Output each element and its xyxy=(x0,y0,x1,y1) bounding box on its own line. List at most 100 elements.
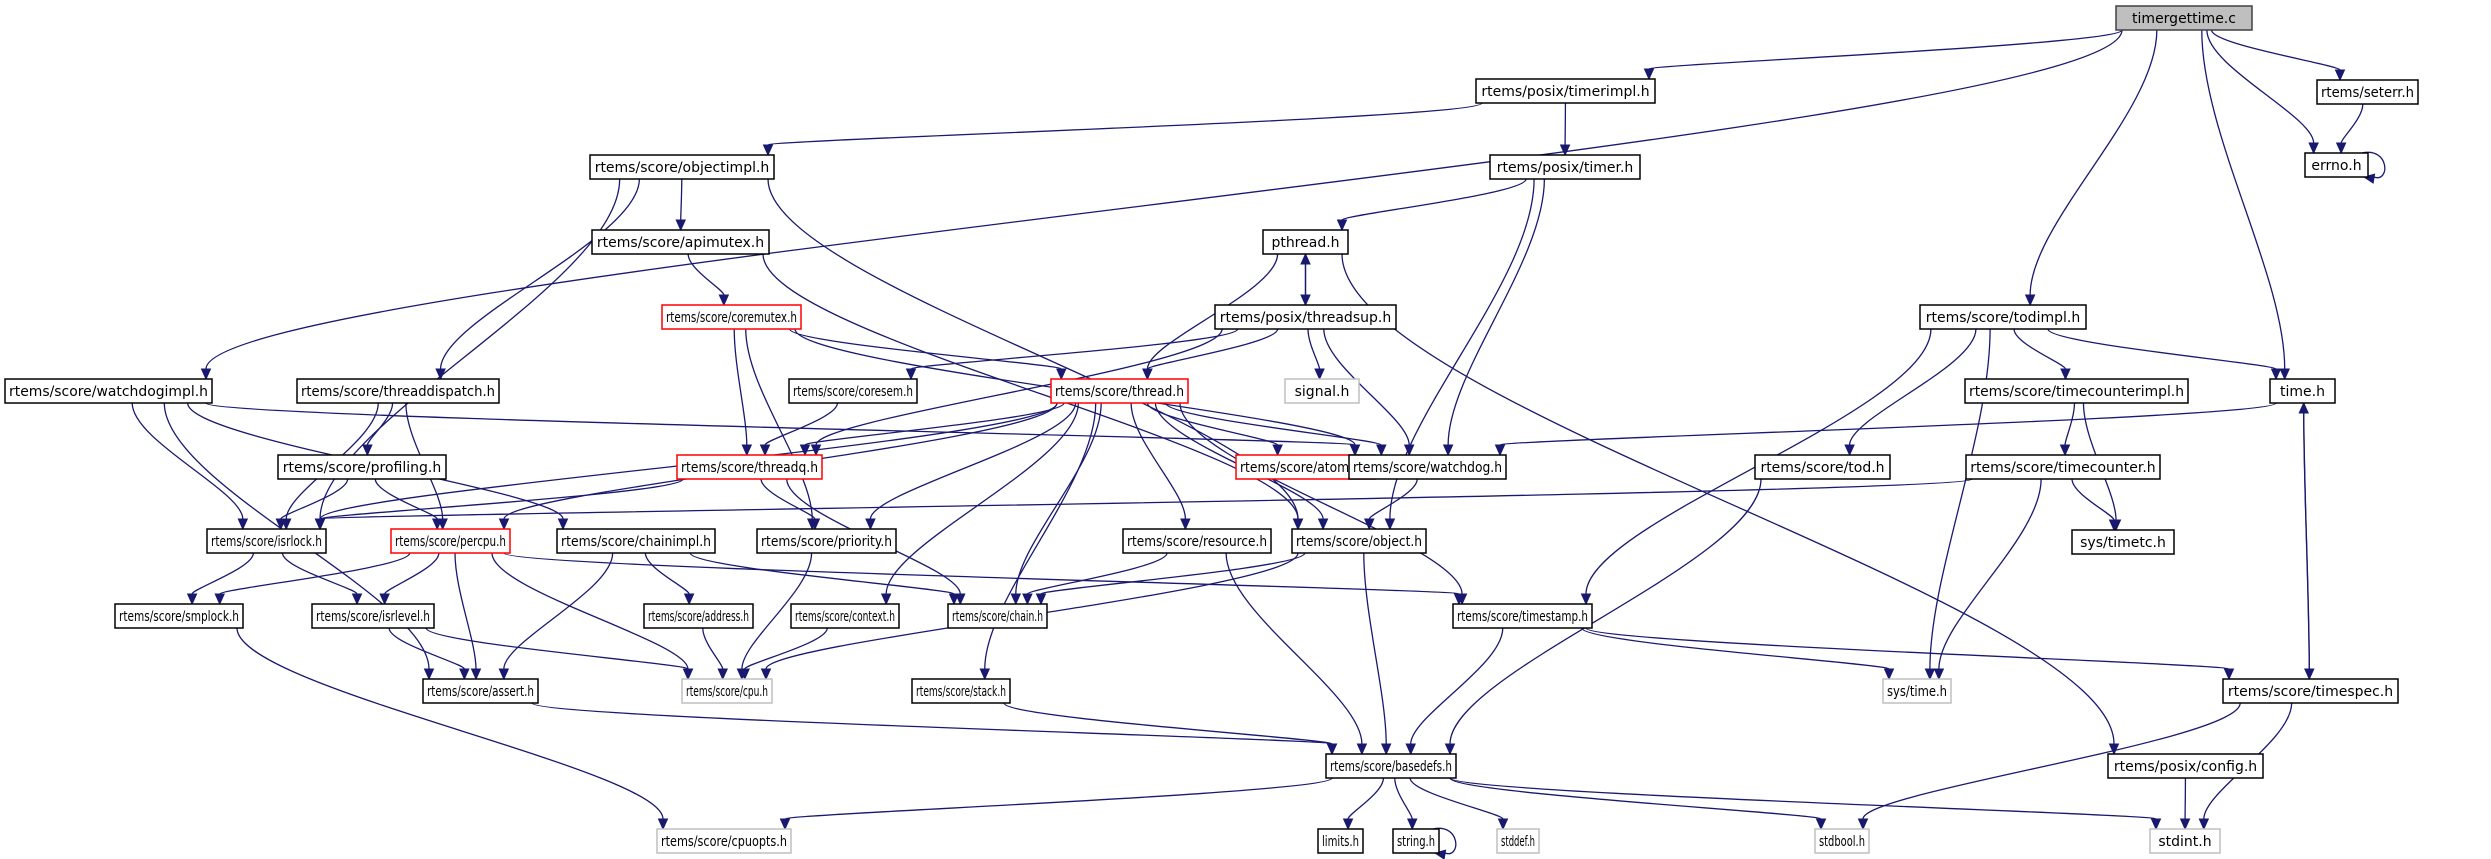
node-label: rtems/score/isrlevel.h xyxy=(316,609,430,625)
node-systime[interactable]: sys/time.h xyxy=(1882,678,1952,704)
node-chain[interactable]: rtems/score/chain.h xyxy=(947,603,1048,629)
edge-arrowhead xyxy=(865,518,876,531)
edge-arrowhead xyxy=(1376,444,1387,457)
node-limits[interactable]: limits.h xyxy=(1317,828,1364,854)
edge-arrowhead xyxy=(423,668,435,681)
node-threaddispatch[interactable]: rtems/score/threaddispatch.h xyxy=(296,378,500,404)
node-threadsup[interactable]: rtems/posix/threadsup.h xyxy=(1214,304,1397,330)
node-cpuopts[interactable]: rtems/score/cpuopts.h xyxy=(656,828,792,854)
edge-line xyxy=(2047,328,2277,370)
node-timetc[interactable]: sys/timetc.h xyxy=(2071,529,2175,555)
node-box xyxy=(1452,603,1593,629)
node-box xyxy=(2149,828,2221,854)
edges-layer xyxy=(131,29,2386,859)
node-label: rtems/score/isrlock.h xyxy=(211,534,322,550)
node-timestamp[interactable]: rtems/score/timestamp.h xyxy=(1452,603,1593,629)
edge-line xyxy=(236,627,664,820)
node-label: rtems/score/resource.h xyxy=(1127,534,1267,550)
node-stdbool[interactable]: stdbool.h xyxy=(1814,828,1870,854)
node-box xyxy=(390,528,511,554)
edge-line xyxy=(762,253,1299,520)
node-label: rtems/score/watchdog.h xyxy=(1353,460,1502,476)
node-timespec[interactable]: rtems/score/timespec.h xyxy=(2222,678,2399,704)
edge-timergettime-to-seterr xyxy=(2210,29,2346,82)
node-label: limits.h xyxy=(1322,834,1359,850)
node-percpu[interactable]: rtems/score/percpu.h xyxy=(390,528,511,554)
node-smplock[interactable]: rtems/score/smplock.h xyxy=(114,603,244,629)
node-timecounter[interactable]: rtems/score/timecounter.h xyxy=(1965,454,2161,480)
edge-line xyxy=(1307,328,1321,370)
node-isrlock[interactable]: rtems/score/isrlock.h xyxy=(206,528,327,554)
edge-threadsup-to-signal xyxy=(1307,328,1325,381)
node-seterr[interactable]: rtems/seterr.h xyxy=(2316,79,2419,105)
node-label: timergettime.c xyxy=(2132,11,2236,27)
node-stdint[interactable]: stdint.h xyxy=(2149,828,2221,854)
node-box xyxy=(591,229,770,255)
node-basedefs[interactable]: rtems/score/basedefs.h xyxy=(1325,753,1457,779)
node-timergettime[interactable]: timergettime.c xyxy=(2115,5,2253,31)
node-label: signal.h xyxy=(1295,384,1350,400)
node-box xyxy=(643,603,754,629)
node-priority[interactable]: rtems/score/priority.h xyxy=(756,528,897,554)
node-objectimpl[interactable]: rtems/score/objectimpl.h xyxy=(589,154,775,180)
edge-timergettime-to-todimpl xyxy=(2024,29,2158,307)
node-box xyxy=(788,378,918,404)
node-object[interactable]: rtems/score/object.h xyxy=(1291,528,1427,554)
node-label: rtems/score/basedefs.h xyxy=(1330,759,1452,775)
node-label: rtems/seterr.h xyxy=(2321,85,2414,101)
node-address[interactable]: rtems/score/address.h xyxy=(643,603,754,629)
node-box xyxy=(790,603,900,629)
edge-line xyxy=(1447,178,1546,446)
node-label: rtems/score/chain.h xyxy=(952,609,1043,625)
edge-line xyxy=(910,328,1239,370)
node-profiling[interactable]: rtems/score/profiling.h xyxy=(277,454,447,480)
node-box xyxy=(2269,378,2336,404)
edge-arrowhead xyxy=(1444,743,1456,756)
node-label: rtems/score/todimpl.h xyxy=(1926,310,2080,326)
node-context[interactable]: rtems/score/context.h xyxy=(790,603,900,629)
node-timecounterimpl[interactable]: rtems/score/timecounterimpl.h xyxy=(1964,378,2189,404)
node-chainimpl[interactable]: rtems/score/chainimpl.h xyxy=(556,528,716,554)
edge-basedefs-to-stdint xyxy=(1449,777,2162,831)
node-errno[interactable]: errno.h xyxy=(2304,152,2369,178)
edge-line xyxy=(2303,412,2310,680)
node-box xyxy=(2071,529,2175,555)
edge-timecounter-to-systime xyxy=(1933,478,2042,681)
node-label: rtems/score/tod.h xyxy=(1760,460,1884,476)
edge-timergettime-to-watchdogimpl xyxy=(200,29,2123,381)
edge-arrowhead xyxy=(657,818,669,831)
node-posixconfig[interactable]: rtems/posix/config.h xyxy=(2107,753,2264,779)
node-coresem[interactable]: rtems/score/coresem.h xyxy=(788,378,918,404)
node-pthread[interactable]: pthread.h xyxy=(1262,229,1349,255)
node-resource[interactable]: rtems/score/resource.h xyxy=(1122,528,1272,554)
edge-object-to-basedefs xyxy=(1363,552,1392,756)
node-tod[interactable]: rtems/score/tod.h xyxy=(1754,454,1891,480)
node-todimpl[interactable]: rtems/score/todimpl.h xyxy=(1919,304,2087,330)
node-stddef[interactable]: stddef.h xyxy=(1496,828,1540,854)
edge-line xyxy=(1394,777,1413,820)
edge-arrowhead xyxy=(1497,818,1509,831)
edge-line xyxy=(885,402,1079,595)
edge-line xyxy=(1146,402,1279,446)
node-signal[interactable]: signal.h xyxy=(1284,378,1360,404)
node-thread[interactable]: rtems/score/thread.h xyxy=(1050,378,1189,404)
node-apimutex[interactable]: rtems/score/apimutex.h xyxy=(591,229,770,255)
node-threadq[interactable]: rtems/score/threadq.h xyxy=(676,454,823,480)
node-isrlevel[interactable]: rtems/score/isrlevel.h xyxy=(311,603,435,629)
edge-arrowhead xyxy=(2150,818,2162,831)
node-stack[interactable]: rtems/score/stack.h xyxy=(911,678,1011,704)
edge-line xyxy=(281,552,358,595)
node-watchdogimpl[interactable]: rtems/score/watchdogimpl.h xyxy=(4,378,213,404)
edge-line xyxy=(2013,328,2067,370)
node-timerimpl[interactable]: rtems/posix/timerimpl.h xyxy=(1475,78,1656,104)
node-assert[interactable]: rtems/score/assert.h xyxy=(422,678,539,704)
node-string[interactable]: string.h xyxy=(1392,828,1440,854)
edge-timecounterimpl-to-timecounter xyxy=(2059,402,2076,457)
node-cpu[interactable]: rtems/score/cpu.h xyxy=(681,678,773,704)
node-timer[interactable]: rtems/posix/timer.h xyxy=(1489,154,1641,180)
node-label: rtems/posix/threadsup.h xyxy=(1220,310,1391,326)
node-timeh[interactable]: time.h xyxy=(2269,378,2336,404)
node-watchdog[interactable]: rtems/score/watchdog.h xyxy=(1348,454,1507,480)
node-label: rtems/score/cpu.h xyxy=(686,684,768,700)
node-coremutex[interactable]: rtems/score/coremutex.h xyxy=(661,304,802,330)
